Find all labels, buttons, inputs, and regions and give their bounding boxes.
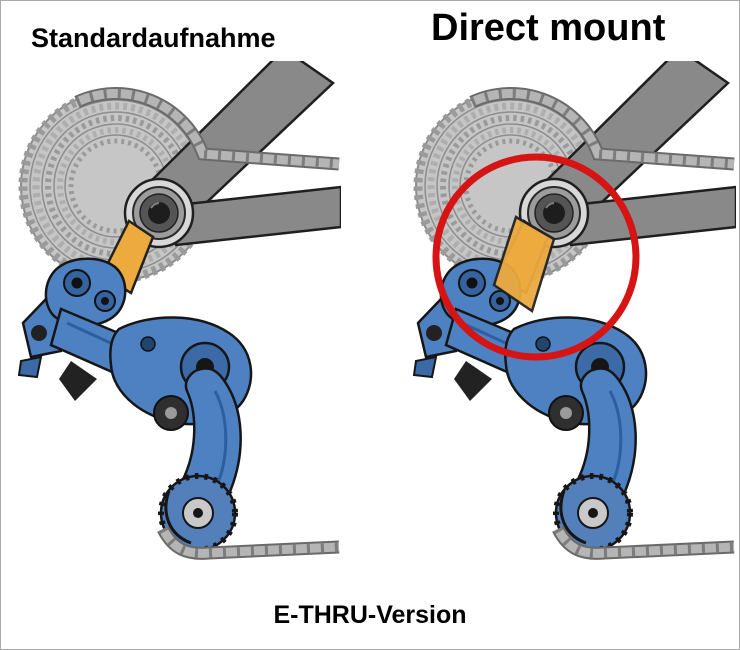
- left-panel-title: Standardaufnahme: [31, 23, 276, 53]
- right-panel-title: Direct mount: [431, 7, 666, 49]
- direct-mount-illustration: [396, 61, 736, 601]
- direct-mount-hanger-highlight: [492, 215, 556, 313]
- standard-mount-assembly: [19, 61, 341, 553]
- highlight-circle: [432, 153, 640, 361]
- standard-mount-illustration: [1, 61, 341, 601]
- direct-mount-assembly: [414, 61, 736, 553]
- bottom-caption: E-THRU-Version: [273, 601, 467, 629]
